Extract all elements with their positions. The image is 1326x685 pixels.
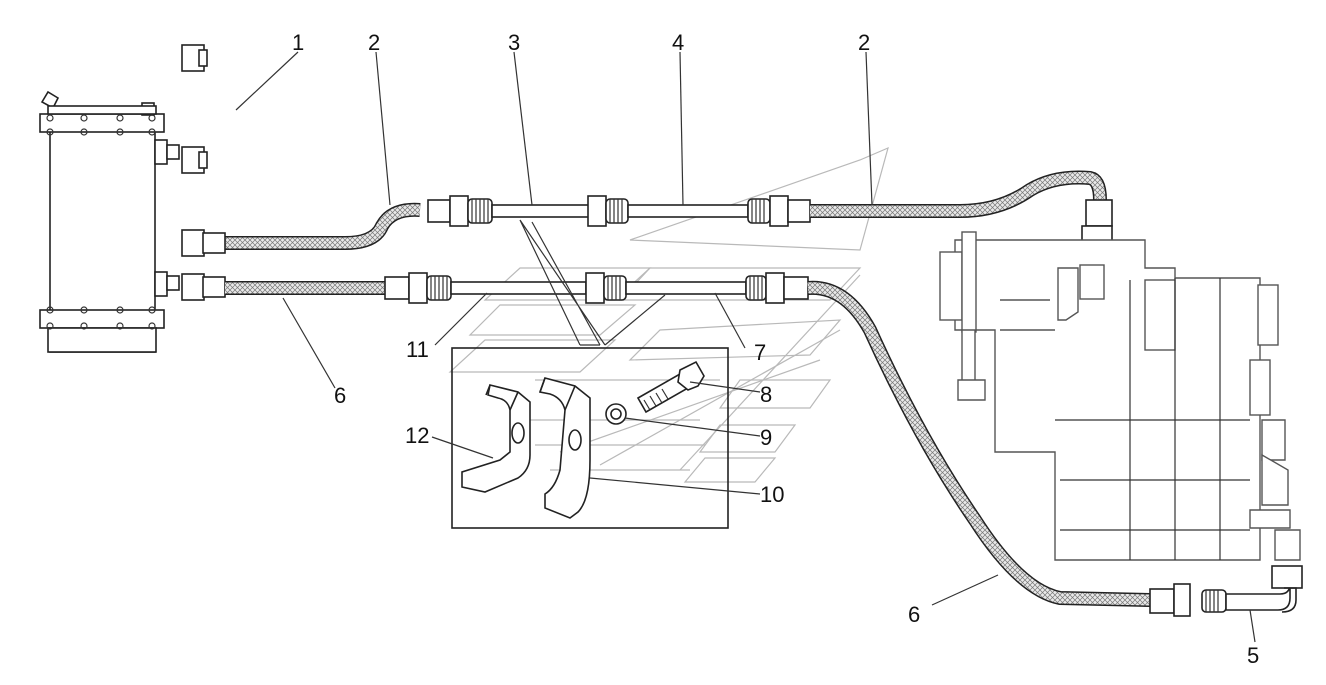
background-ghost-outlines — [448, 146, 889, 483]
long-hose-6 — [807, 280, 1191, 617]
callout-6-left: 6 — [334, 383, 346, 408]
filter-housing — [39, 90, 180, 353]
upper-hose-2-right — [810, 170, 1113, 243]
callout-12: 12 — [405, 423, 429, 448]
tubes-3-4 — [467, 195, 811, 227]
leader-lines — [235, 51, 1256, 643]
callout-8: 8 — [760, 382, 772, 407]
callout-4: 4 — [672, 30, 684, 55]
callout-2-right: 2 — [858, 30, 870, 55]
callout-6-right: 6 — [908, 602, 920, 627]
callout-3: 3 — [508, 30, 520, 55]
callouts: 1 2 3 4 2 11 7 8 9 12 10 6 6 5 — [292, 30, 1259, 668]
lower-hose-6-left — [181, 272, 809, 304]
callout-7: 7 — [754, 340, 766, 365]
upper-hose-2-left — [181, 195, 469, 257]
gearbox-assembly — [939, 231, 1301, 561]
part-1-u-tube — [181, 44, 239, 174]
part-5-elbow — [1201, 565, 1303, 613]
detail-box — [451, 347, 729, 529]
callout-10: 10 — [760, 482, 784, 507]
callout-5: 5 — [1247, 643, 1259, 668]
callout-1: 1 — [292, 30, 304, 55]
callout-2-left: 2 — [368, 30, 380, 55]
callout-9: 9 — [760, 425, 772, 450]
callout-11: 11 — [406, 337, 429, 362]
